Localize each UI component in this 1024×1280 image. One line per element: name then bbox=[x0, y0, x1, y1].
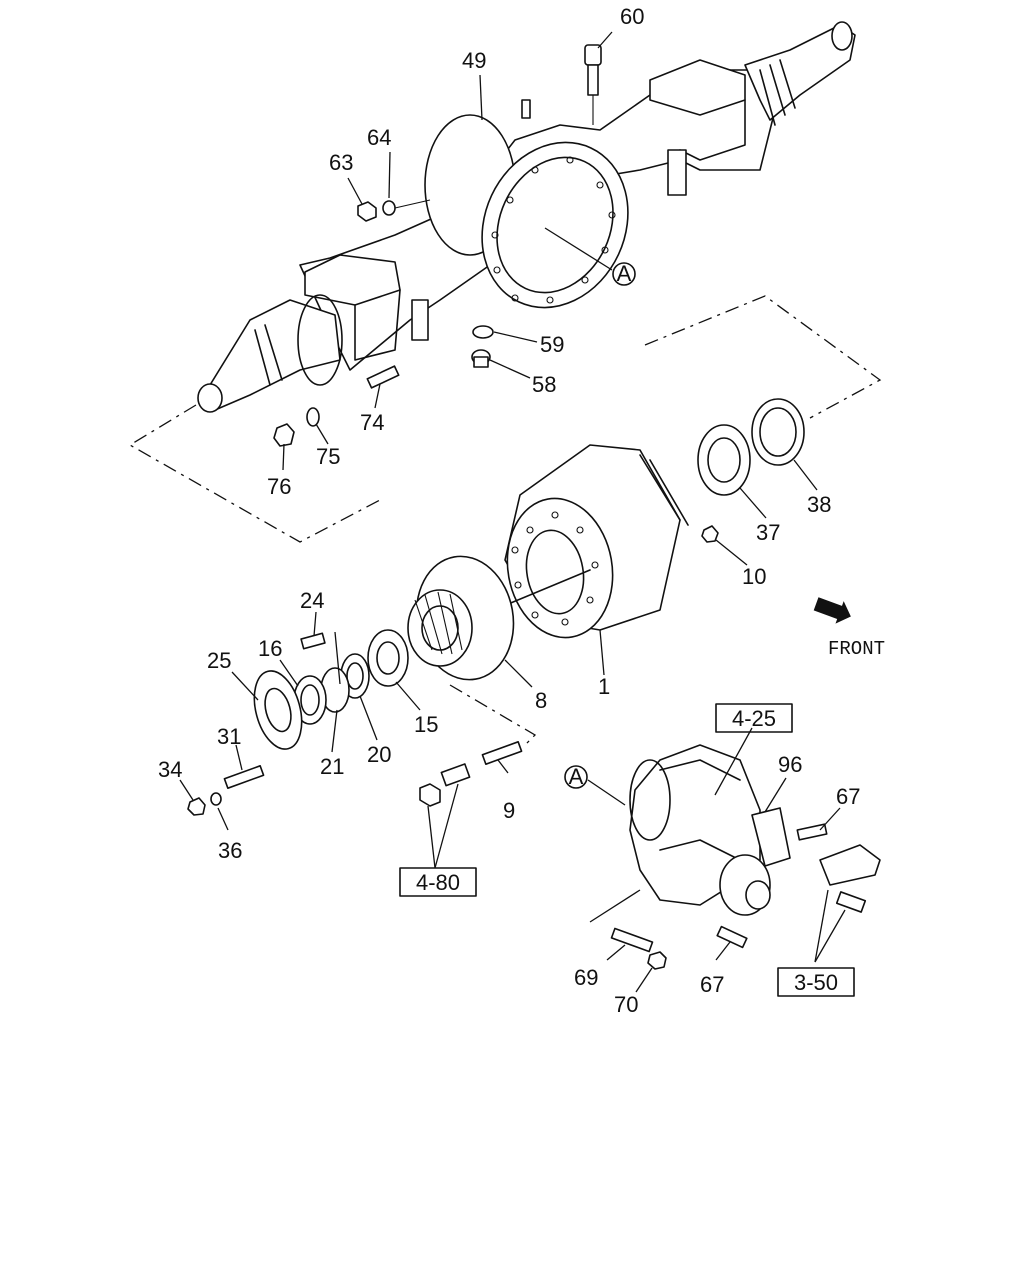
leader-lines bbox=[179, 31, 846, 993]
svg-text:A: A bbox=[617, 261, 632, 286]
hub bbox=[407, 555, 515, 681]
callout-49: 49 bbox=[462, 48, 486, 73]
axle-housing bbox=[197, 21, 856, 413]
callout-10: 10 bbox=[742, 564, 766, 589]
callout-36: 36 bbox=[218, 838, 242, 863]
callout-64: 64 bbox=[367, 125, 391, 150]
callout-96: 96 bbox=[778, 752, 802, 777]
front-indicator: FRONT bbox=[813, 597, 885, 660]
callout-67-upper: 67 bbox=[836, 784, 860, 809]
brake-drum bbox=[504, 444, 719, 639]
ref-box-3-50: 3-50 bbox=[794, 970, 838, 995]
ref-marker-a-carrier: A bbox=[564, 764, 626, 806]
callout-15: 15 bbox=[414, 712, 438, 737]
callout-21: 21 bbox=[320, 754, 344, 779]
callout-16: 16 bbox=[258, 636, 282, 661]
callout-9: 9 bbox=[503, 798, 515, 823]
callout-1: 1 bbox=[598, 674, 610, 699]
callout-75: 75 bbox=[316, 444, 340, 469]
callout-70: 70 bbox=[614, 992, 638, 1017]
hub-parts bbox=[187, 629, 523, 816]
callout-69: 69 bbox=[574, 965, 598, 990]
callout-8: 8 bbox=[535, 688, 547, 713]
callout-74: 74 bbox=[360, 410, 384, 435]
callout-37: 37 bbox=[756, 520, 780, 545]
callout-63: 63 bbox=[329, 150, 353, 175]
svg-text:FRONT: FRONT bbox=[828, 638, 885, 660]
callout-31: 31 bbox=[217, 724, 241, 749]
callout-24: 24 bbox=[300, 588, 324, 613]
ref-box-4-25: 4-25 bbox=[732, 706, 776, 731]
small-parts-top bbox=[273, 199, 494, 447]
callout-67-lower: 67 bbox=[700, 972, 724, 997]
differential-carrier bbox=[610, 744, 881, 970]
callout-labels: 60 49 64 63 59 58 74 75 76 38 37 10 1 8 … bbox=[158, 4, 860, 1017]
ref-box-4-80: 4-80 bbox=[416, 870, 460, 895]
callout-59: 59 bbox=[540, 332, 564, 357]
callout-34: 34 bbox=[158, 757, 182, 782]
projection-lines bbox=[128, 295, 882, 746]
ref-marker-a-housing: A bbox=[544, 227, 636, 286]
callout-60: 60 bbox=[620, 4, 644, 29]
bearings-37-38 bbox=[697, 398, 805, 496]
callout-20: 20 bbox=[367, 742, 391, 767]
callout-38: 38 bbox=[807, 492, 831, 517]
callout-25: 25 bbox=[207, 648, 231, 673]
boxed-refs: 4-25 4-80 3-50 bbox=[399, 703, 855, 997]
callout-76: 76 bbox=[267, 474, 291, 499]
svg-text:A: A bbox=[569, 764, 584, 789]
callout-58: 58 bbox=[532, 372, 556, 397]
